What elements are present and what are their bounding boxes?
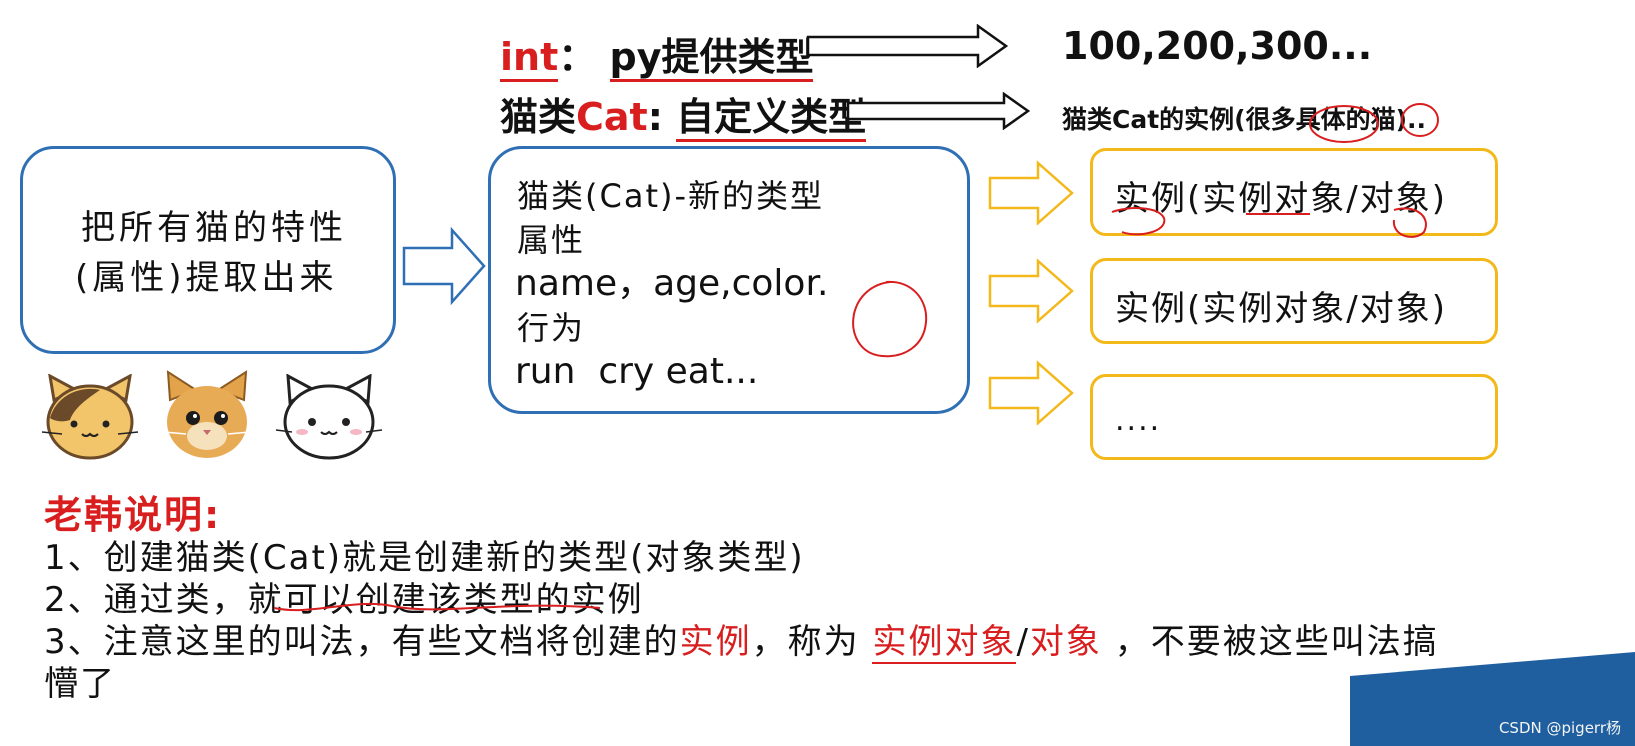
instance-label: 实例(实例对象/对象): [1115, 179, 1447, 219]
int-word: int: [500, 35, 559, 82]
class-title: 猫类(Cat)-新的类型: [517, 177, 825, 215]
int-desc: py提供类型: [609, 35, 814, 82]
note-line-1: 1、创建猫类(Cat)就是创建新的类型(对象类型): [44, 538, 805, 578]
attr-label: 属性: [517, 221, 586, 259]
note-line-3-object: 对象: [1029, 622, 1102, 662]
arrow-right-outline-icon: [846, 92, 1031, 130]
corner-decoration: [1350, 652, 1635, 746]
arrow-right-hollow-icon: [988, 160, 1074, 226]
cat-desc: 自定义类型: [676, 95, 867, 142]
cat-face-icon: [41, 374, 139, 460]
int-line: int： py提供类型: [500, 26, 814, 82]
attr-list: name，age,color.: [515, 263, 829, 304]
instance-box: 实例(实例对象/对象): [1090, 148, 1498, 236]
behavior-list: run cry eat...: [515, 351, 759, 392]
note-line-4: 懵了: [44, 664, 116, 704]
arrow-right-hollow-icon: [988, 360, 1074, 426]
watermark: CSDN @pigerr杨: [1498, 719, 1621, 737]
note-line-3-g: ，不要被这些叫法搞: [1101, 622, 1439, 662]
cat-word: Cat: [576, 95, 648, 139]
cat-class-box: 猫类(Cat)-新的类型 属性 name，age,color. 行为 run c…: [488, 146, 970, 414]
abstraction-line2: (属性)提取出来: [75, 258, 338, 298]
note-line-3-a: 3、注意这里的叫法，有些文档将创建的: [44, 622, 680, 662]
note-line-3-instance: 实例: [679, 622, 752, 662]
instance-box: ....: [1090, 374, 1498, 460]
arrow-right-outline-icon: [806, 24, 1009, 68]
arrow-right-hollow-icon: [988, 258, 1074, 324]
handwritten-circle: [852, 280, 928, 358]
cat-prefix: 猫类: [500, 95, 577, 139]
instance-box: 实例(实例对象/对象): [1090, 258, 1498, 344]
note-line-3: 3、注意这里的叫法，有些文档将创建的实例，称为 实例对象/对象 ，不要被这些叫法…: [44, 614, 1439, 664]
instance-ellipsis: ....: [1115, 403, 1162, 438]
int-colon: ：: [558, 35, 597, 79]
note-line-3-c: ，称为: [751, 622, 873, 662]
handwritten-underline: [273, 602, 601, 612]
note-line-3-instance-object: 实例对象: [872, 622, 1017, 664]
cat-line: 猫类Cat: 自定义类型: [500, 86, 867, 142]
cat-face-icon: [163, 370, 251, 458]
abstraction-line1: 把所有猫的特性: [81, 208, 347, 248]
behavior-label: 行为: [517, 309, 586, 347]
abstraction-box: 把所有猫的特性 (属性)提取出来: [20, 146, 396, 354]
note-line-3-slash: /: [1016, 622, 1030, 662]
cat-colon: :: [647, 95, 663, 139]
notes-title: 老韩说明:: [44, 493, 222, 537]
cat-face-icon: [275, 374, 383, 460]
note-line-2: 2、通过类，就可以创建该类型的实例: [44, 580, 644, 620]
handwritten-marks: [1111, 207, 1427, 238]
arrow-right-hollow-icon: [402, 226, 486, 306]
int-examples: 100,200,300...: [1062, 24, 1373, 68]
handwritten-circles: [1309, 103, 1439, 143]
instance-label: 实例(实例对象/对象): [1115, 289, 1447, 329]
